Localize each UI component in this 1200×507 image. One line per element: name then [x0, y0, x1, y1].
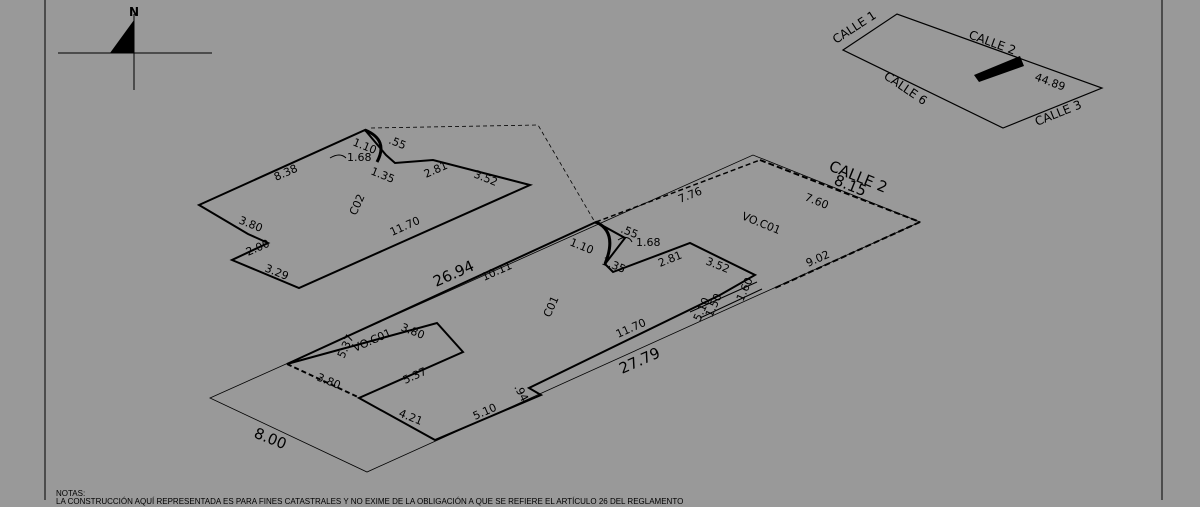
c01-label: C01 [541, 294, 562, 319]
c02-dim-8: 3.80 [237, 214, 265, 235]
c02-outline [196, 128, 534, 290]
c01-dim-15: 1.60 [734, 276, 756, 304]
c01-dim-7: 11.70 [614, 316, 648, 341]
lot-boundary [209, 154, 922, 473]
c02-dim-3: 1.35 [369, 165, 397, 186]
c02-label: C02 [347, 192, 368, 217]
north-arrow-icon: N [58, 5, 212, 90]
c01-dim-6: 3.52 [704, 255, 732, 276]
vo-front-label: VO.C01 [740, 210, 783, 237]
c01-dim-14: 1.50 [703, 292, 725, 320]
vo-front-dim-3: 9.02 [804, 248, 832, 270]
lot-rear-dim: 8.00 [252, 424, 290, 453]
c02-dim-6: 8.38 [272, 162, 300, 184]
notes-block: NOTAS: LA CONSTRUCCIÓN AQUÍ REPRESENTADA… [56, 490, 683, 506]
c01-dim-10: 4.21 [397, 407, 425, 428]
c02-dim-4: 2.81 [422, 159, 450, 181]
vo-rear-label: VO.C01 [351, 326, 393, 354]
c02-dim-5: 3.52 [472, 168, 500, 189]
c01-outline [286, 159, 763, 442]
notes-text: LA CONSTRUCCIÓN AQUÍ REPRESENTADA ES PAR… [56, 497, 684, 506]
c01-dim-2: .55 [619, 223, 640, 242]
vo-rear-dim-2: 3.80 [315, 371, 343, 392]
c01-dim-3: 1.68 [636, 236, 661, 249]
north-label: N [129, 5, 139, 19]
lot-left-dim: 26.94 [430, 257, 477, 291]
key-street-2: CALLE 2 [967, 28, 1018, 58]
key-street-1: CALLE 1 [830, 8, 879, 46]
key-street-3: CALLE 3 [1033, 97, 1084, 128]
c01-dim-12: 3.80 [399, 321, 427, 342]
c01-dim-0: 10.11 [480, 259, 514, 284]
c01-dim-5: 2.81 [656, 249, 684, 270]
c02-dim-2: 1.68 [347, 151, 372, 164]
vo-front-dim-2: 7.60 [803, 191, 831, 212]
c02-dim-10: 3.29 [263, 262, 291, 283]
c01-dim-1: 1.10 [568, 236, 596, 257]
notes-title: NOTAS: [56, 489, 86, 498]
c02-dim-9: 2.00 [244, 237, 272, 259]
c02-dim-1: .55 [387, 134, 408, 153]
location-key-map: CALLE 1 CALLE 2 CALLE 6 CALLE 3 44.89 [830, 8, 1104, 129]
c01-dim-11: 5.37 [401, 365, 429, 387]
